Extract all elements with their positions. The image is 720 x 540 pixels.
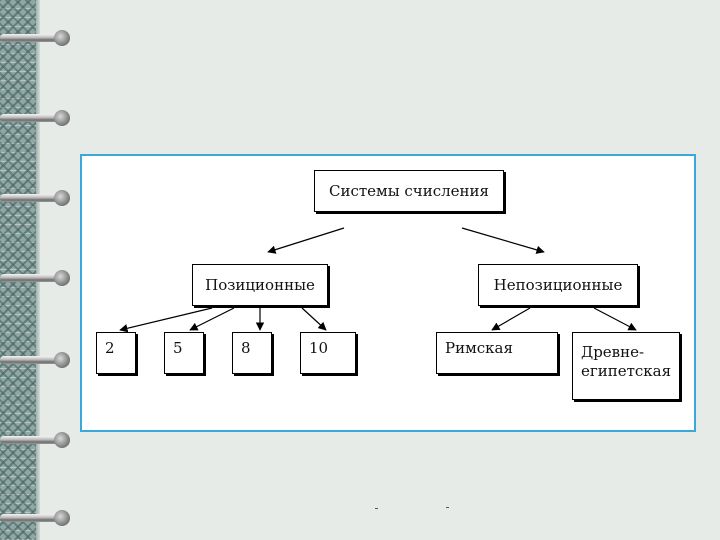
node-base-2: 2	[96, 332, 136, 374]
binder-ring	[0, 30, 72, 46]
arrow-nonpositional-to-roman	[491, 307, 531, 331]
node-non-positional: Непозиционные	[478, 264, 638, 306]
node-base-5: 5	[164, 332, 204, 374]
node-egyptian: Древне- египетская	[572, 332, 680, 400]
stray-mark	[375, 508, 378, 509]
binder-ring	[0, 510, 72, 526]
arrow-root-to-nonpositional	[461, 227, 545, 254]
binder-ring	[0, 190, 72, 206]
arrow-positional-to-2	[119, 307, 213, 333]
binder-ring	[0, 270, 72, 286]
arrow-root-to-positional	[267, 227, 345, 254]
node-egyptian-line2: египетская	[581, 362, 672, 380]
node-base-10: 10	[300, 332, 356, 374]
binder-ring	[0, 110, 72, 126]
node-egyptian-line1: Древне-	[581, 343, 645, 361]
binder-edge	[36, 0, 40, 540]
node-positional: Позиционные	[192, 264, 328, 306]
diagram-arrows	[119, 227, 637, 333]
node-base-8: 8	[232, 332, 272, 374]
node-roman: Римская	[436, 332, 558, 374]
diagram-panel: Системы счисления Позиционные Непозицион…	[80, 154, 696, 432]
binder-ring	[0, 432, 72, 448]
node-number-systems: Системы счисления	[314, 170, 504, 212]
stray-mark	[446, 507, 449, 508]
arrow-positional-to-5	[189, 307, 235, 331]
arrow-positional-to-10	[301, 307, 327, 331]
arrow-nonpositional-to-egyptian	[593, 307, 637, 331]
binder-strip	[0, 0, 36, 540]
binder-ring	[0, 352, 72, 368]
